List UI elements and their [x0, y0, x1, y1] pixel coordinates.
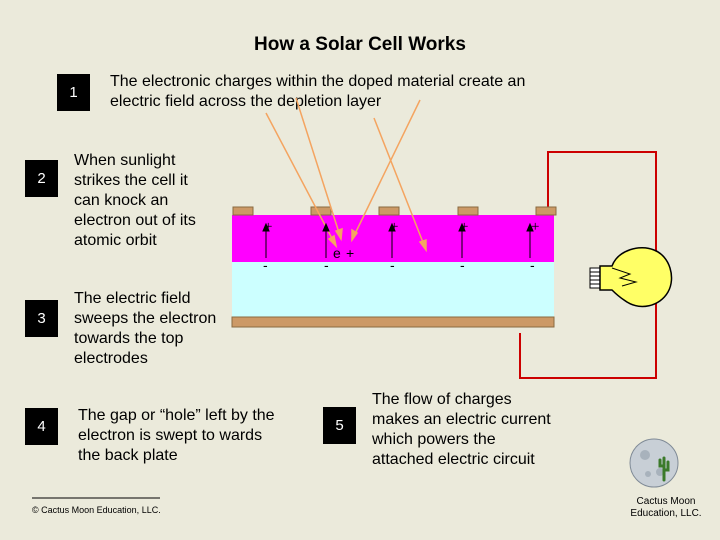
minus-sign: - [530, 257, 535, 273]
sunlight-ray-arrowhead [327, 234, 338, 249]
logo-text: Cactus Moon Education, LLC. [630, 496, 702, 519]
electrode [310, 206, 332, 216]
step-1-text: The electronic charges within the doped … [110, 73, 526, 110]
back-plate [231, 316, 555, 328]
minus-sign: - [263, 257, 268, 273]
sunlight-ray [295, 97, 342, 240]
step-5-text: The flow of charges makes an electric cu… [372, 391, 551, 468]
minus-sign: - [390, 257, 395, 273]
plus-sign: + [460, 219, 468, 235]
sunlight-ray [265, 112, 337, 247]
electrode [457, 206, 479, 216]
step-5-number: 5 [323, 407, 356, 444]
sunlight-ray-arrowhead [351, 228, 359, 243]
minus-sign: - [324, 257, 329, 273]
top-layer [232, 215, 554, 262]
minus-sign: - [460, 257, 465, 273]
field-arrow-head [322, 222, 330, 232]
electrode [535, 206, 557, 216]
electrode [232, 206, 254, 216]
bottom-layer [232, 262, 554, 317]
sunlight-ray [351, 99, 421, 241]
sunlight-ray-arrowhead [418, 238, 427, 253]
copyright: © Cactus Moon Education, LLC. [32, 505, 161, 515]
field-arrow-head [388, 222, 396, 232]
electrode [378, 206, 400, 216]
sunlight-rays [265, 97, 427, 253]
light-bulb-icon [589, 246, 673, 308]
sunlight-ray [373, 117, 427, 251]
field-arrow-head [458, 222, 466, 232]
step-4-number: 4 [25, 408, 58, 445]
plus-sign: + [390, 219, 398, 235]
hole-plus-sign: + [346, 245, 354, 261]
field-arrow-head [262, 222, 270, 232]
cactus-moon-logo [629, 438, 679, 488]
plus-sign: + [264, 219, 272, 235]
step-2-text: When sunlight strikes the cell it can kn… [74, 152, 196, 249]
step-3-number: 3 [25, 300, 58, 337]
field-arrows [262, 222, 534, 258]
step-2-number: 2 [25, 160, 58, 197]
page-title: How a Solar Cell Works [254, 34, 466, 55]
sunlight-ray-arrowhead [334, 227, 343, 242]
plus-sign: + [531, 219, 539, 235]
step-3-text: The electric field sweeps the electron t… [74, 290, 217, 367]
field-arrow-head [526, 222, 534, 232]
electron-label: e [333, 245, 341, 261]
step-4-text: The gap or “hole” left by the electron i… [78, 407, 275, 464]
step-1-number: 1 [57, 74, 90, 111]
